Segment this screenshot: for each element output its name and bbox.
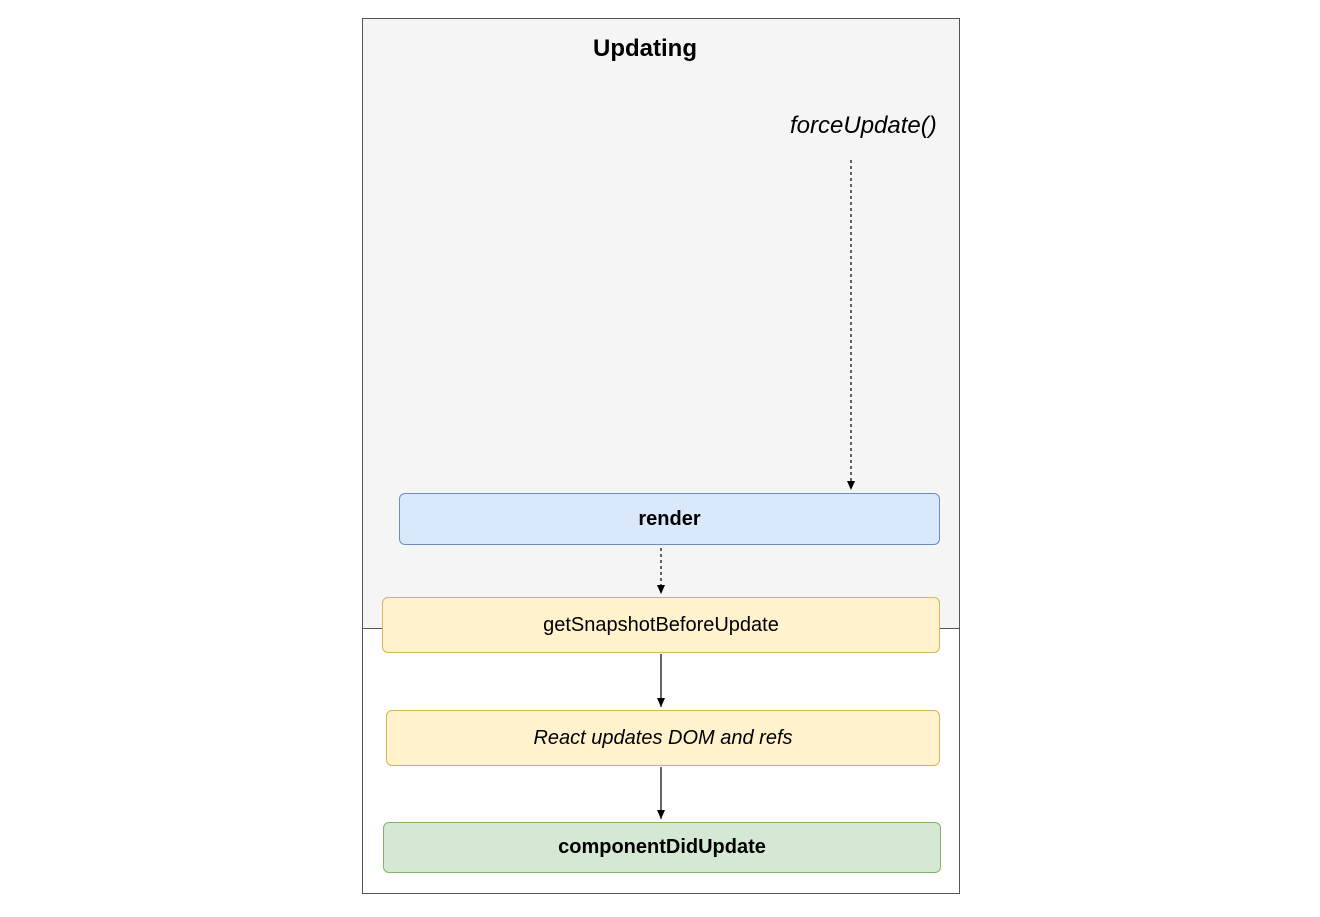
render-step: render — [399, 493, 940, 545]
phase-title: Updating — [593, 35, 697, 62]
component-did-update-step: componentDidUpdate — [383, 822, 941, 873]
get-snapshot-before-update-label: getSnapshotBeforeUpdate — [543, 613, 779, 636]
react-updates-dom-label: React updates DOM and refs — [533, 726, 793, 749]
render-step-label: render — [638, 507, 701, 530]
react-updates-dom-step: React updates DOM and refs — [386, 710, 940, 766]
get-snapshot-before-update-step: getSnapshotBeforeUpdate — [382, 597, 940, 653]
force-update-trigger-label: forceUpdate() — [790, 112, 937, 139]
component-did-update-label: componentDidUpdate — [558, 836, 766, 858]
